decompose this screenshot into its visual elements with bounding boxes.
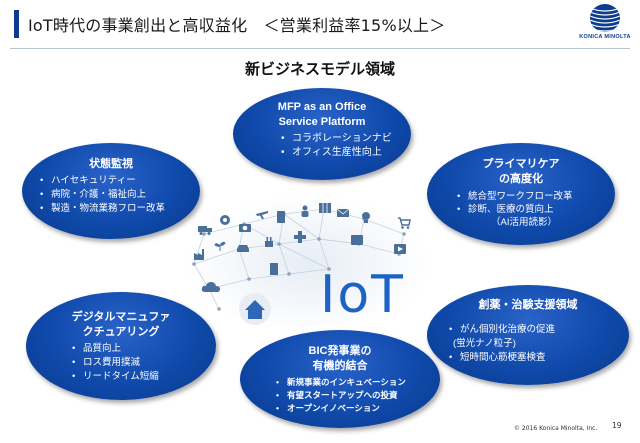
node-title: 創薬・治験支援領域 — [478, 299, 578, 311]
title-accent-bar — [14, 10, 19, 38]
medical-cross-icon — [294, 231, 306, 243]
node-bic-business-integration: BIC発事業の 有機的結合 新規事業のインキュベーション 有望スタートアップへの… — [240, 330, 440, 428]
logo-globe-icon — [590, 4, 620, 32]
smartphone-icon — [277, 211, 285, 223]
list-item-continuation: (蛍光ナノ粒子) — [453, 338, 516, 349]
node-title-line: MFP as an Office — [277, 101, 367, 113]
page-title: IoT時代の事業創出と高収益化 ＜営業利益率15%以上＞ — [28, 16, 446, 35]
node-mfp-office-service-platform: MFP as an Office Service Platform コラボレーシ… — [233, 88, 411, 180]
node-title-line: クチュアリング — [82, 326, 160, 338]
truck-icon — [198, 226, 212, 235]
iot-center-label: IoT — [320, 265, 405, 325]
node-item-list: コラボレーションナビ オフィス生産性向上 — [281, 132, 411, 160]
cloud-icon — [201, 282, 220, 292]
list-item-note: （AI活用読影） — [491, 217, 557, 228]
building-icon — [270, 263, 278, 275]
list-item: 統合型ワークフロー改革 — [457, 190, 615, 203]
airplane-icon — [256, 211, 268, 219]
node-title: プライマリケア の高度化 — [427, 157, 615, 187]
list-item: 品質向上 — [72, 342, 216, 356]
node-title: デジタルマニュファ クチュアリング — [26, 310, 216, 340]
shopping-cart-icon — [398, 217, 411, 229]
video-play-icon — [394, 244, 406, 254]
map-icon — [319, 203, 331, 213]
node-status-monitoring: 状態監視 ハイセキュリティー 病院・介護・福祉向上 製造・物流業務フロー改革 — [22, 143, 200, 239]
node-drug-discovery-support: 創薬・治験支援領域 がん個別化治療の促進 (蛍光ナノ粒子) 短時間心筋梗塞検査 — [427, 285, 629, 385]
gear-icon — [220, 215, 230, 225]
node-primary-care: プライマリケア の高度化 統合型ワークフロー改革 診断、医療の質向上 （AI活用… — [427, 143, 615, 245]
power-plug-icon — [265, 237, 273, 247]
node-title: MFP as an Office Service Platform — [233, 100, 411, 130]
node-title: 状態監視 — [89, 158, 133, 170]
car-icon — [237, 245, 249, 252]
camera-icon — [239, 224, 251, 232]
node-title-line: デジタルマニュファ — [71, 311, 171, 323]
list-item: がん個別化治療の促進 — [449, 323, 629, 337]
node-title-line: 有機的結合 — [312, 360, 368, 372]
node-item-list: 統合型ワークフロー改革 診断、医療の質向上 （AI活用読影） — [457, 190, 615, 229]
list-item: 有望スタートアップへの投資 — [276, 389, 440, 402]
factory-icon — [194, 249, 204, 260]
diagram-heading: 新ビジネスモデル領域 — [244, 61, 395, 78]
list-item: リードタイム短縮 — [72, 370, 216, 384]
konica-minolta-logo: KONICA MINOLTA — [579, 2, 630, 46]
node-item-list: ハイセキュリティー 病院・介護・福祉向上 製造・物流業務フロー改革 — [40, 174, 200, 216]
node-title-line: Service Platform — [278, 116, 366, 128]
lightbulb-icon — [362, 212, 370, 223]
list-item: 短時間心筋梗塞検査 — [449, 351, 629, 365]
list-item: オープンイノベーション — [276, 402, 440, 415]
list-item: 新規事業のインキュベーション — [276, 376, 440, 389]
list-item: コラボレーションナビ — [281, 132, 411, 146]
node-digital-manufacturing: デジタルマニュファ クチュアリング 品質向上 ロス費用撲滅 リードタイム短縮 — [26, 292, 216, 400]
list-item: 診断、医療の質向上 — [457, 203, 615, 216]
node-title-line: の高度化 — [499, 173, 543, 185]
list-item: ハイセキュリティー — [40, 174, 200, 188]
title-divider — [10, 48, 630, 49]
header-bar: IoT時代の事業創出と高収益化 ＜営業利益率15%以上＞ KONICA MINO… — [0, 0, 640, 50]
list-item: 病院・介護・福祉向上 — [40, 188, 200, 202]
sprout-icon — [214, 241, 226, 251]
list-item: ロス費用撲滅 — [72, 356, 216, 370]
copyright-notice: © 2016 Konica Minolta, Inc. — [514, 425, 598, 432]
list-item: 製造・物流業務フロー改革 — [40, 202, 200, 216]
node-title: BIC発事業の 有機的結合 — [240, 344, 440, 374]
mail-icon — [336, 208, 350, 217]
node-item-list: 品質向上 ロス費用撲滅 リードタイム短縮 — [72, 342, 216, 384]
tablet-icon — [351, 235, 363, 245]
house-icon — [239, 293, 271, 325]
node-item-list: がん個別化治療の促進 (蛍光ナノ粒子) 短時間心筋梗塞検査 — [449, 323, 629, 365]
node-item-list: 新規事業のインキュベーション 有望スタートアップへの投資 オープンイノベーション — [276, 376, 440, 415]
node-title-line: BIC発事業の — [308, 345, 372, 357]
logo-wordmark: KONICA MINOLTA — [579, 34, 631, 40]
list-item: オフィス生産性向上 — [281, 146, 411, 160]
node-title-line: プライマリケア — [482, 158, 560, 170]
person-icon — [301, 205, 309, 217]
page-number: 19 — [612, 421, 622, 430]
